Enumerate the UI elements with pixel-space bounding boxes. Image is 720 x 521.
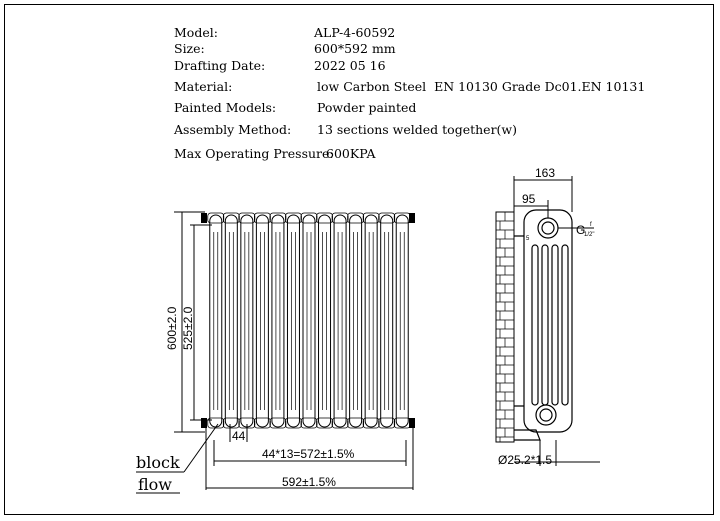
dim-height-centers: 525±2.0 bbox=[181, 306, 195, 350]
spec-row: Material: low Carbon Steel EN 10130 Grade… bbox=[174, 79, 645, 95]
dim-angle-a: f bbox=[590, 222, 592, 228]
spec-row: Drafting Date: 2022 05 16 bbox=[174, 58, 634, 74]
radiator-section bbox=[222, 212, 240, 429]
dim-depth: 163 bbox=[535, 166, 555, 180]
end-plug bbox=[201, 213, 207, 223]
legend-flow: flow bbox=[138, 475, 172, 494]
spec-value: 13 sections welded together(w) bbox=[317, 122, 517, 137]
end-plug bbox=[201, 418, 207, 428]
spec-value: low Carbon Steel EN 10130 Grade Dc01.EN … bbox=[317, 79, 646, 94]
end-plug bbox=[409, 213, 415, 223]
spec-value: 600KPA bbox=[326, 146, 376, 161]
spec-label: Material: bbox=[174, 79, 233, 94]
dim-centers-width: 44*13=572±1.5% bbox=[262, 447, 355, 461]
legend-block: block bbox=[136, 453, 180, 472]
wall-hatch bbox=[495, 211, 515, 443]
radiator-section bbox=[285, 212, 302, 429]
radiator-section bbox=[207, 212, 225, 429]
dim-total-width: 592±1.5% bbox=[282, 475, 336, 489]
radiator-section bbox=[331, 212, 349, 429]
spec-label: Max Operating Pressure: bbox=[174, 146, 334, 161]
radiator-section bbox=[378, 212, 396, 429]
spec-row: Assembly Method: 13 sections welded toget… bbox=[174, 122, 634, 138]
drawing-frame bbox=[4, 4, 714, 515]
spec-label: Drafting Date: bbox=[174, 58, 266, 73]
spec-value: 2022 05 16 bbox=[314, 58, 386, 73]
spec-label: Size: bbox=[174, 41, 205, 56]
spec-row: Model: ALP-4-60592 bbox=[174, 25, 634, 41]
end-plug bbox=[409, 418, 415, 428]
spec-label: Model: bbox=[174, 25, 218, 40]
dim-thread-size: 1/2" bbox=[584, 232, 594, 238]
dim-section-pitch: 44 bbox=[232, 429, 246, 443]
dim-angle-b: 5 bbox=[526, 236, 530, 242]
spec-row: Painted Models: Powder painted bbox=[174, 100, 634, 116]
radiator-section bbox=[253, 212, 271, 429]
radiator-section bbox=[300, 212, 318, 429]
radiator-section bbox=[393, 212, 411, 429]
spec-value: Powder painted bbox=[317, 100, 417, 115]
side-dimensions bbox=[513, 176, 600, 466]
legend-lines bbox=[136, 423, 219, 494]
radiator-profile bbox=[514, 209, 573, 441]
radiator-section bbox=[269, 212, 287, 429]
spec-row: Size: 600*592 mm bbox=[174, 41, 634, 57]
dim-pipe: Ø25.2*1.5 bbox=[498, 453, 552, 467]
radiator-section bbox=[316, 212, 333, 429]
width-dimensions bbox=[205, 424, 414, 490]
height-dimensions bbox=[174, 211, 212, 433]
front-view: 600±2.0 525±2.0 44 44*13=572±1.5% 592±1.… bbox=[136, 211, 415, 494]
radiator-section bbox=[347, 212, 365, 429]
radiator-section bbox=[238, 212, 256, 429]
radiator-section bbox=[362, 212, 380, 429]
side-view: 163 95 G 1/2" f 5 Ø25.2*1.5 bbox=[495, 166, 600, 467]
radiator-sections bbox=[201, 212, 415, 429]
spec-row: Max Operating Pressure:600KPA bbox=[174, 146, 634, 162]
dim-height-total: 600±2.0 bbox=[165, 306, 179, 350]
spec-value: ALP-4-60592 bbox=[314, 25, 396, 40]
dim-bracket: 95 bbox=[522, 192, 536, 206]
dim-thread: G bbox=[576, 223, 585, 237]
spec-label: Assembly Method: bbox=[174, 122, 292, 137]
wall-bricks bbox=[496, 211, 514, 442]
spec-label: Painted Models: bbox=[174, 100, 277, 115]
spec-value: 600*592 mm bbox=[314, 41, 396, 56]
